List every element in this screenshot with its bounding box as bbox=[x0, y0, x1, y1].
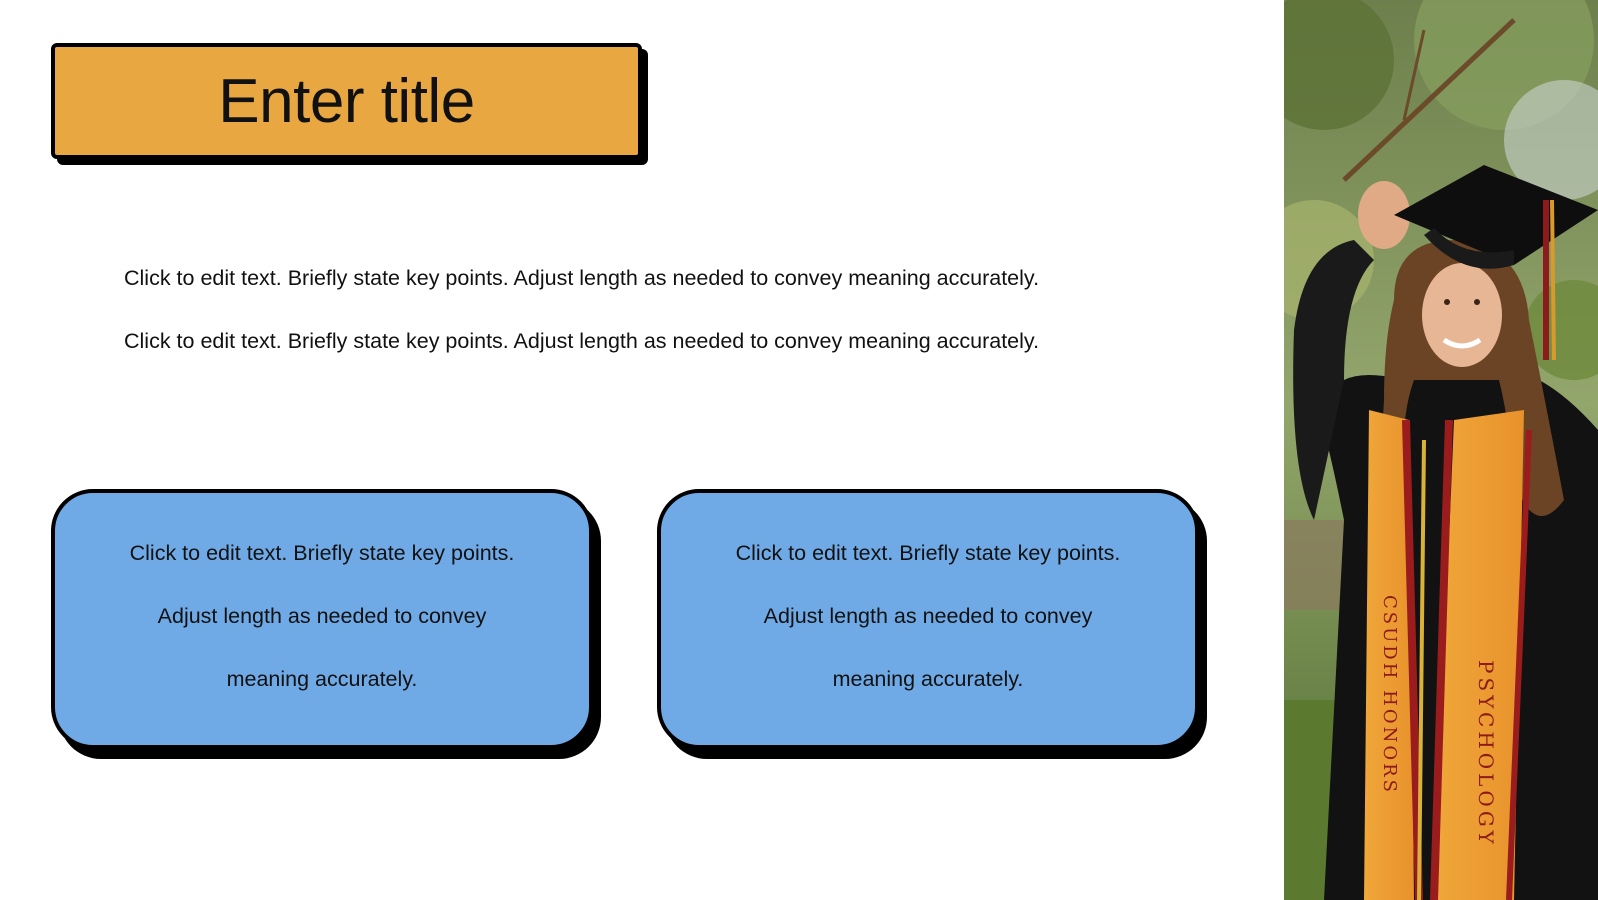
callout-card-left[interactable]: Click to edit text. Briefly state key po… bbox=[51, 489, 593, 749]
body-text-paragraph-2[interactable]: Click to edit text. Briefly state key po… bbox=[124, 329, 1040, 353]
title-placeholder[interactable]: Enter title bbox=[51, 43, 642, 159]
callout-card-left-text: Click to edit text. Briefly state key po… bbox=[129, 540, 515, 691]
graduate-photo[interactable]: CSUDH HONORS PSYCHOLOGY bbox=[1284, 0, 1598, 900]
graduate-photo-illustration: CSUDH HONORS PSYCHOLOGY bbox=[1284, 0, 1598, 900]
body-text-paragraph-1[interactable]: Click to edit text. Briefly state key po… bbox=[124, 266, 1040, 290]
callout-card-right-text: Click to edit text. Briefly state key po… bbox=[735, 540, 1121, 691]
callout-card-right[interactable]: Click to edit text. Briefly state key po… bbox=[657, 489, 1199, 749]
stole-text-left: CSUDH HONORS bbox=[1379, 595, 1400, 795]
stole-text-right: PSYCHOLOGY bbox=[1474, 660, 1498, 848]
slide-title: Enter title bbox=[218, 66, 475, 136]
